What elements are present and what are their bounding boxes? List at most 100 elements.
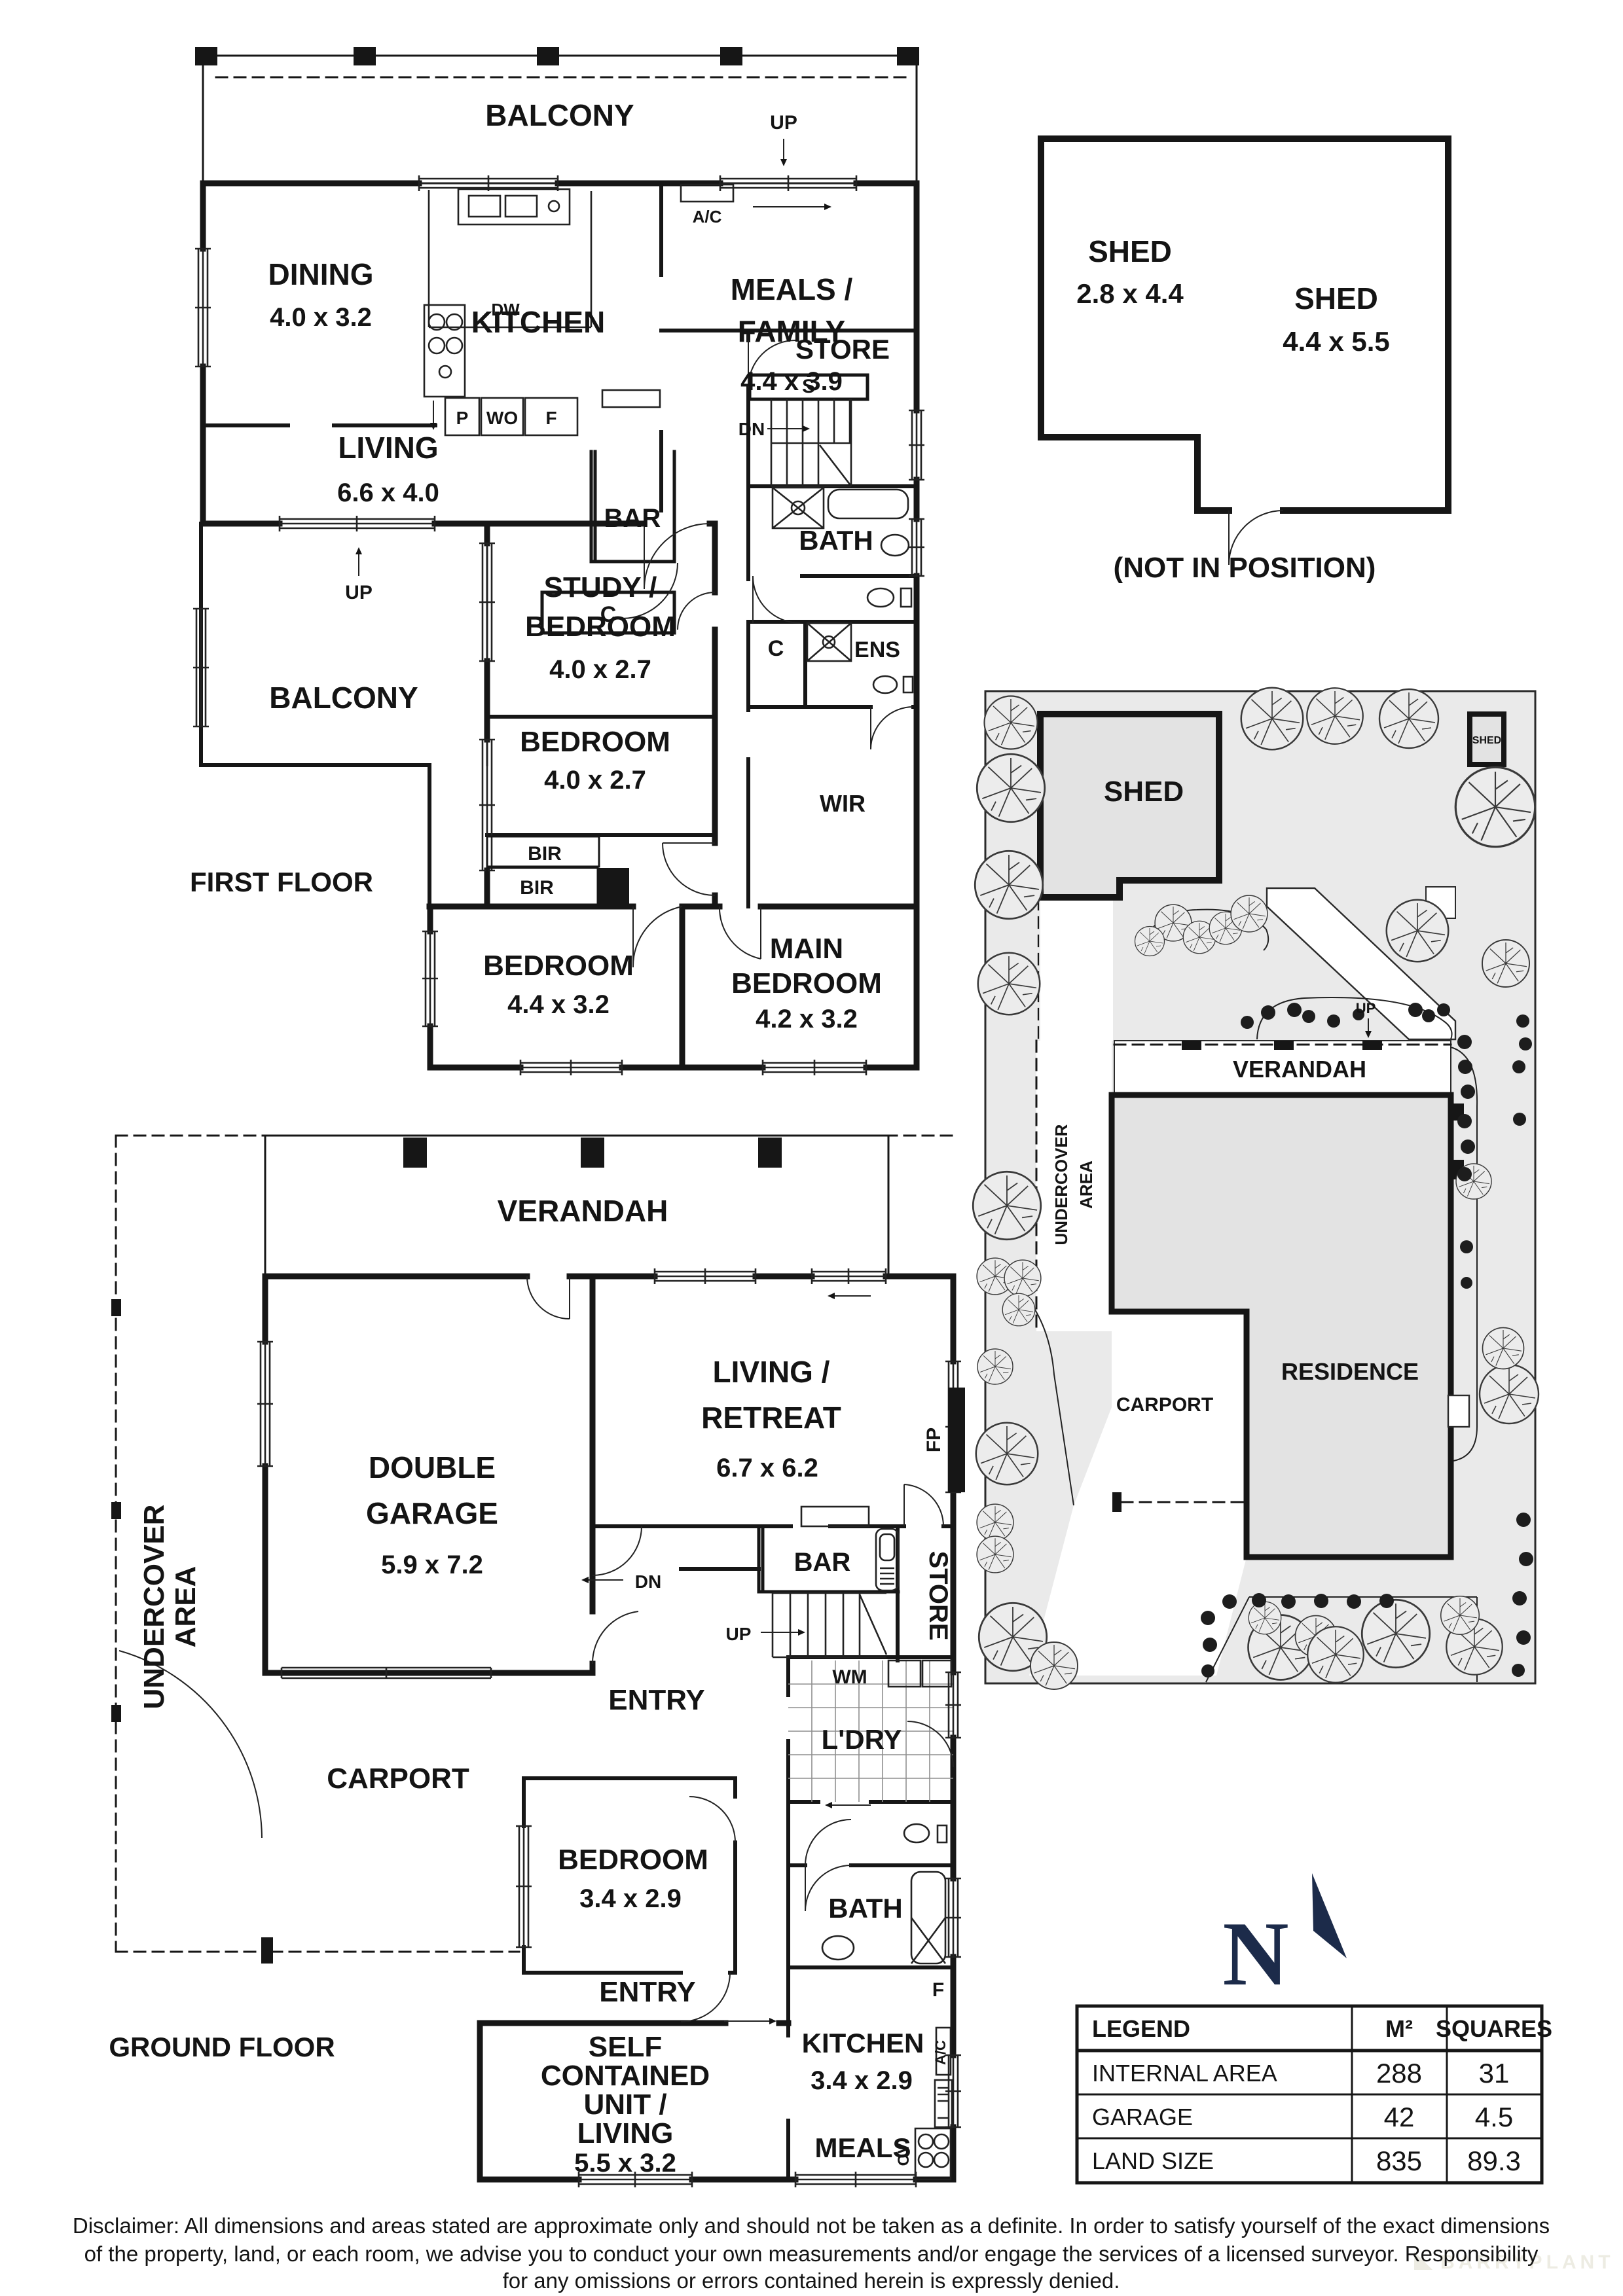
site-shed-small-label: SHED [1472, 735, 1501, 746]
ground-living-label-2: RETREAT [701, 1401, 841, 1435]
residence-window [1447, 1394, 1470, 1428]
disclaimer-line-1: Disclaimer: All dimensions and areas sta… [73, 2214, 1550, 2238]
brand-logo-icon [1414, 2251, 1432, 2270]
legend-row2-squares: 89.3 [1467, 2145, 1521, 2176]
bar-area [540, 389, 676, 635]
stairs [770, 399, 852, 488]
laundry-door [907, 1721, 954, 1768]
ground-dn-label: DN [635, 1571, 661, 1592]
meals-label-1: MEALS / [731, 272, 853, 306]
site-bushes [1201, 1003, 1533, 1677]
ground-bath-fixtures [805, 1819, 948, 1965]
basin [880, 533, 910, 557]
first-floor-plan: BALCONY UP [190, 47, 924, 1075]
dn-label: DN [739, 419, 765, 439]
bath-label: BATH [799, 525, 873, 556]
ac-box [680, 183, 735, 203]
north-pennant-icon [1312, 1873, 1347, 1958]
ens-shower [806, 622, 852, 662]
stove [914, 2127, 952, 2181]
ground-meals-label: MEALS [815, 2132, 911, 2163]
study-dims: 4.0 x 2.7 [549, 655, 651, 684]
store-label: STORE [795, 334, 890, 365]
north-arrow: N [1222, 1873, 1347, 2005]
balcony-post [354, 47, 376, 65]
ground-kitchen-label: KITCHEN [802, 2028, 924, 2058]
unit-label-4: LIVING [577, 2117, 674, 2149]
entry-lower-label: ENTRY [599, 1976, 696, 2008]
legend-header-2: SQUARES [1436, 2015, 1552, 2042]
residence-outline [1108, 1092, 1454, 1560]
unit-label-2: CONTAINED [541, 2060, 710, 2092]
wo-label: WO [486, 408, 518, 428]
first-floor-title: FIRST FLOOR [190, 867, 373, 897]
shed1-label: SHED [1088, 234, 1172, 268]
site-plan: SHED SHED VERANDAH UNDERCOVER AREA CARPO… [972, 687, 1540, 1690]
first-floor-bath-fixtures [771, 486, 914, 694]
study-label-2: BEDROOM [525, 611, 676, 643]
unit-dims: 5.5 x 3.2 [574, 2149, 676, 2178]
ldry-label: L'DRY [822, 1724, 902, 1755]
appliance-tower [934, 2079, 953, 2128]
ground-floor-walls [262, 1273, 957, 2183]
shed1-dims: 2.8 x 4.4 [1076, 278, 1184, 309]
ground-kitchen-fixtures [914, 2026, 953, 2181]
washing-machine [887, 1659, 922, 1688]
site-undercover-label-1: UNDERCOVER [1051, 1124, 1071, 1245]
legend-row0-label: INTERNAL AREA [1092, 2060, 1277, 2087]
main-bedroom-label-2: BEDROOM [731, 967, 882, 999]
garage-label-1: DOUBLE [369, 1450, 496, 1484]
north-label: N [1222, 1903, 1288, 2005]
verandah-post [581, 1138, 604, 1168]
carport-driveway [1029, 1312, 1247, 1676]
bar-sink [875, 1528, 900, 1592]
balcony-post [195, 47, 217, 65]
garage-label-2: GARAGE [366, 1496, 498, 1530]
ground-living-dims: 6.7 x 6.2 [716, 1454, 818, 1482]
ground-floor-plan: VERANDAH [109, 1134, 965, 2187]
ground-bar [757, 1505, 900, 1594]
disclaimer-line-3: for any omissions or errors contained he… [503, 2269, 1120, 2293]
ens-toilet [872, 675, 898, 694]
balcony-post [720, 47, 742, 65]
wm-label: WM [832, 1666, 867, 1688]
undercover-surface [1036, 1041, 1112, 1331]
site-verandah-label: VERANDAH [1233, 1056, 1366, 1083]
store-shelf [748, 373, 869, 401]
cooktop [423, 304, 466, 398]
ac-label: A/C [693, 207, 722, 226]
study-label-1: STUDY / [544, 571, 657, 603]
ground-floor-doors [119, 1276, 945, 2022]
sink [457, 188, 571, 226]
legend-row0-squares: 31 [1479, 2058, 1510, 2089]
bathtub [910, 1871, 947, 1965]
legend-row0-m2: 288 [1376, 2058, 1422, 2089]
bedroom3-label: BEDROOM [483, 950, 634, 982]
wc-door [805, 1819, 852, 1866]
meals-dims: 4.4 x 3.9 [740, 367, 843, 396]
legend-row1-m2: 42 [1384, 2102, 1415, 2132]
fridge-label: F [545, 408, 556, 428]
up-lower-label: UP [345, 582, 373, 603]
dining-label: DINING [268, 257, 374, 291]
unit-label-1: SELF [589, 2031, 662, 2063]
brand-watermark: BARRYPLANT [1414, 2251, 1611, 2273]
site-shed-small [1467, 711, 1506, 767]
legend-header-1: M² [1385, 2015, 1413, 2042]
ground-living-label-1: LIVING / [713, 1355, 830, 1389]
balcony-top-label: BALCONY [485, 98, 634, 132]
site-residence-label: RESIDENCE [1281, 1358, 1419, 1385]
dw-label: DW [491, 300, 520, 319]
fireplace [948, 1388, 965, 1492]
meals-label-2: FAMILY [738, 314, 845, 348]
shelf-label: S [802, 376, 815, 397]
legend-row1-label: GARAGE [1092, 2104, 1193, 2130]
legend-row2-m2: 835 [1376, 2145, 1422, 2176]
verandah-post [403, 1138, 427, 1168]
not-in-position-note: (NOT IN POSITION) [1114, 552, 1376, 584]
ground-store-label: STORE [924, 1551, 953, 1640]
legend-row2-label: LAND SIZE [1092, 2147, 1214, 2174]
main-bedroom-dims: 4.2 x 3.2 [756, 1005, 858, 1033]
shed-forecourt [1040, 880, 1113, 1041]
